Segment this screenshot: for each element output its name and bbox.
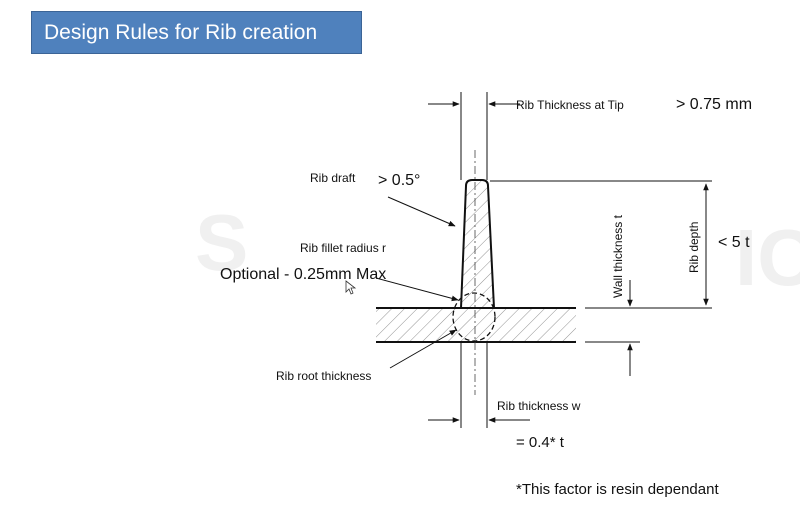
draft-leader xyxy=(387,196,456,227)
base-wall xyxy=(376,308,576,342)
rib-width-label: Rib thickness w xyxy=(497,399,581,413)
tip-thickness-label: Rib Thickness at Tip xyxy=(516,98,624,112)
mouse-pointer-icon xyxy=(345,280,357,295)
slide-title: Design Rules for Rib creation xyxy=(31,11,362,54)
rib-width-value: = 0.4* t xyxy=(516,434,565,451)
rib-draft-label: Rib draft xyxy=(310,171,356,185)
fillet-region xyxy=(452,292,496,342)
tip-thickness-value: > 0.75 mm xyxy=(676,96,752,113)
rib-draft-value: > 0.5° xyxy=(378,172,420,189)
fillet-leader xyxy=(375,277,459,302)
wall-thickness-label: Wall thickness t xyxy=(611,214,625,298)
root-leader xyxy=(389,329,457,369)
fillet-radius-label: Rib fillet radius r xyxy=(300,241,386,255)
rib-root-thickness-label: Rib root thickness xyxy=(276,369,371,383)
fillet-radius-value: Optional - 0.25mm Max xyxy=(220,266,386,283)
resin-footnote: *This factor is resin dependant xyxy=(516,481,719,498)
watermark: S IC xyxy=(195,198,800,302)
svg-text:IC: IC xyxy=(735,213,800,302)
rib-body xyxy=(459,179,496,309)
rib-depth-value: < 5 t xyxy=(718,234,750,251)
svg-text:S: S xyxy=(195,198,248,287)
rib-depth-label: Rib depth xyxy=(687,222,701,273)
